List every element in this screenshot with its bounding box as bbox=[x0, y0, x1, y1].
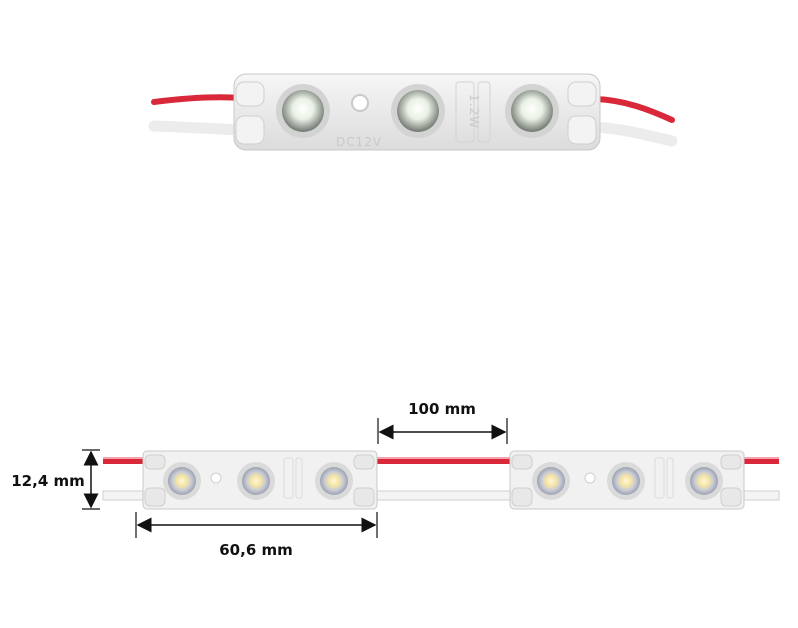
photo-mounting-hole bbox=[351, 94, 369, 112]
length-label: 60,6 mm bbox=[219, 541, 293, 559]
module-chain: 100 mm 12,4 mm 60,6 mm bbox=[11, 400, 780, 559]
height-dimension: 12,4 mm bbox=[11, 449, 100, 510]
photo-power-marking: 1.2W bbox=[467, 94, 481, 129]
chain-wire-red bbox=[103, 457, 779, 464]
spacing-dimension: 100 mm bbox=[377, 400, 508, 444]
photo-wire-red-right bbox=[592, 96, 675, 123]
module-2 bbox=[509, 450, 745, 510]
spacing-label: 100 mm bbox=[408, 400, 476, 418]
photo-wire-white-left bbox=[148, 120, 249, 136]
module-photo: DC12V 1.2W bbox=[148, 73, 678, 151]
photo-voltage-marking: DC12V bbox=[336, 135, 382, 149]
photo-wire-red-left bbox=[151, 94, 246, 105]
chain-wire-white bbox=[102, 490, 780, 501]
length-dimension: 60,6 mm bbox=[135, 512, 378, 559]
height-label: 12,4 mm bbox=[11, 472, 85, 490]
photo-wire-white-right bbox=[589, 121, 678, 147]
module-1 bbox=[142, 450, 378, 510]
